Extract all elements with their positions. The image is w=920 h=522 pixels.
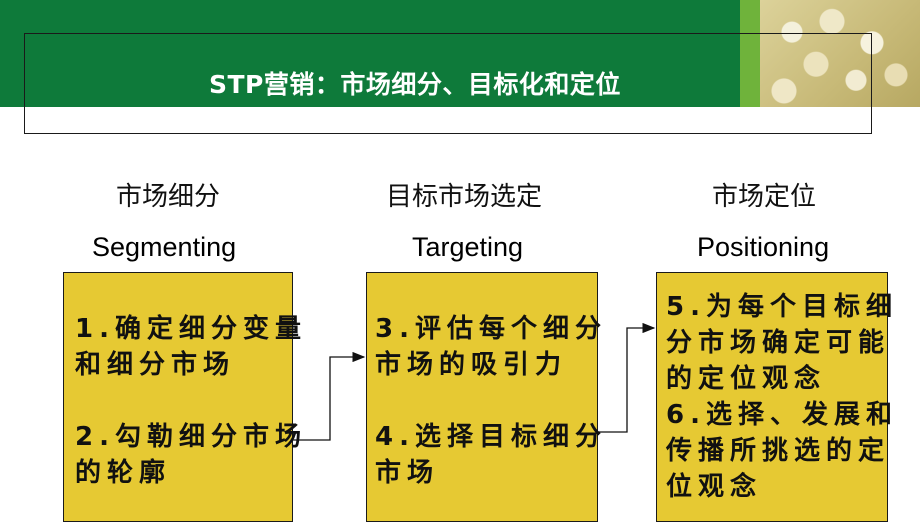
column-title-targeting-en: Targeting bbox=[412, 232, 524, 262]
column-title-positioning-en: Positioning bbox=[697, 232, 830, 262]
segmenting-box: 1.确定细分变量 和细分市场 2.勾勒细分市场 的轮廓 bbox=[63, 272, 301, 522]
step-6-line-1: 6.选择、发展和 bbox=[666, 400, 898, 430]
header-photo bbox=[760, 0, 920, 107]
header-banner bbox=[0, 0, 740, 107]
connector-segmenting-to-targeting bbox=[293, 351, 366, 441]
step-3-line-2: 市场的吸引力 bbox=[375, 350, 568, 380]
step-6-line-3: 位观念 bbox=[666, 472, 763, 502]
step-5-line-1: 5.为每个目标细 bbox=[666, 292, 898, 322]
column-title-targeting-cn: 目标市场选定 bbox=[386, 182, 543, 212]
step-1-line-1: 1.确定细分变量 bbox=[75, 314, 307, 344]
step-2-text: 2.勾勒细分市场 的轮廓 bbox=[75, 419, 307, 491]
connector-targeting-to-positioning bbox=[598, 322, 656, 433]
step-5-text: 5.为每个目标细 分市场确定可能 的定位观念 bbox=[666, 289, 898, 397]
column-title-positioning-cn: 市场定位 bbox=[712, 182, 817, 212]
step-3-text: 3.评估每个细分 市场的吸引力 bbox=[375, 311, 607, 383]
positioning-box: 5.为每个目标细 分市场确定可能 的定位观念 6.选择、发展和 传播所挑选的定 … bbox=[656, 272, 892, 522]
title-frame bbox=[24, 33, 872, 134]
page-title: STP营销：市场细分、目标化和定位 bbox=[209, 70, 621, 99]
step-1-line-2: 和细分市场 bbox=[75, 350, 236, 380]
step-6-text: 6.选择、发展和 传播所挑选的定 位观念 bbox=[666, 397, 898, 505]
step-6-line-2: 传播所挑选的定 bbox=[666, 436, 891, 466]
step-4-line-1: 4.选择目标细分 bbox=[375, 422, 607, 452]
column-title-segmenting-cn: 市场细分 bbox=[116, 182, 221, 212]
step-5-line-3: 的定位观念 bbox=[666, 364, 827, 394]
step-2-line-1: 2.勾勒细分市场 bbox=[75, 422, 307, 452]
header-accent-stripe bbox=[740, 0, 760, 107]
step-1-text: 1.确定细分变量 和细分市场 bbox=[75, 311, 307, 383]
step-4-text: 4.选择目标细分 市场 bbox=[375, 419, 607, 491]
step-2-line-2: 的轮廓 bbox=[75, 458, 172, 488]
step-3-line-1: 3.评估每个细分 bbox=[375, 314, 607, 344]
targeting-box: 3.评估每个细分 市场的吸引力 4.选择目标细分 市场 bbox=[366, 272, 601, 522]
step-5-line-2: 分市场确定可能 bbox=[666, 328, 891, 358]
column-title-segmenting-en: Segmenting bbox=[92, 232, 237, 262]
step-4-line-2: 市场 bbox=[375, 458, 440, 488]
